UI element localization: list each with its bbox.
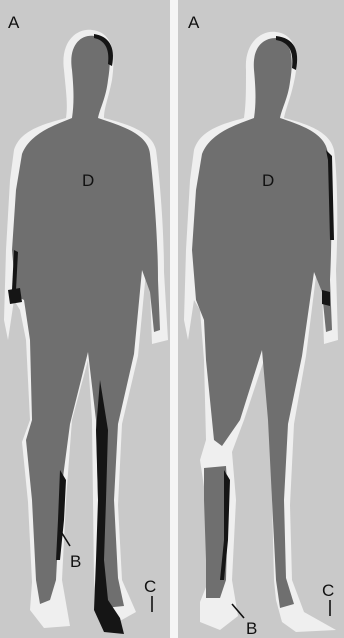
right-pointer-c-label: C (322, 581, 334, 600)
left-corner-label: A (8, 13, 20, 32)
left-panel: A D B C (0, 0, 170, 638)
right-region-label: D (262, 171, 274, 190)
left-pointer-c-label: C (144, 577, 156, 596)
left-pointer-b-label: B (70, 552, 81, 571)
panel-divider (170, 0, 178, 638)
right-corner-label: A (188, 13, 200, 32)
left-region-label: D (82, 171, 94, 190)
left-hand-shadow (8, 288, 22, 304)
right-hand-shadow (322, 290, 330, 306)
right-panel: A D B C (178, 0, 344, 638)
right-pointer-b-label: B (246, 619, 257, 638)
